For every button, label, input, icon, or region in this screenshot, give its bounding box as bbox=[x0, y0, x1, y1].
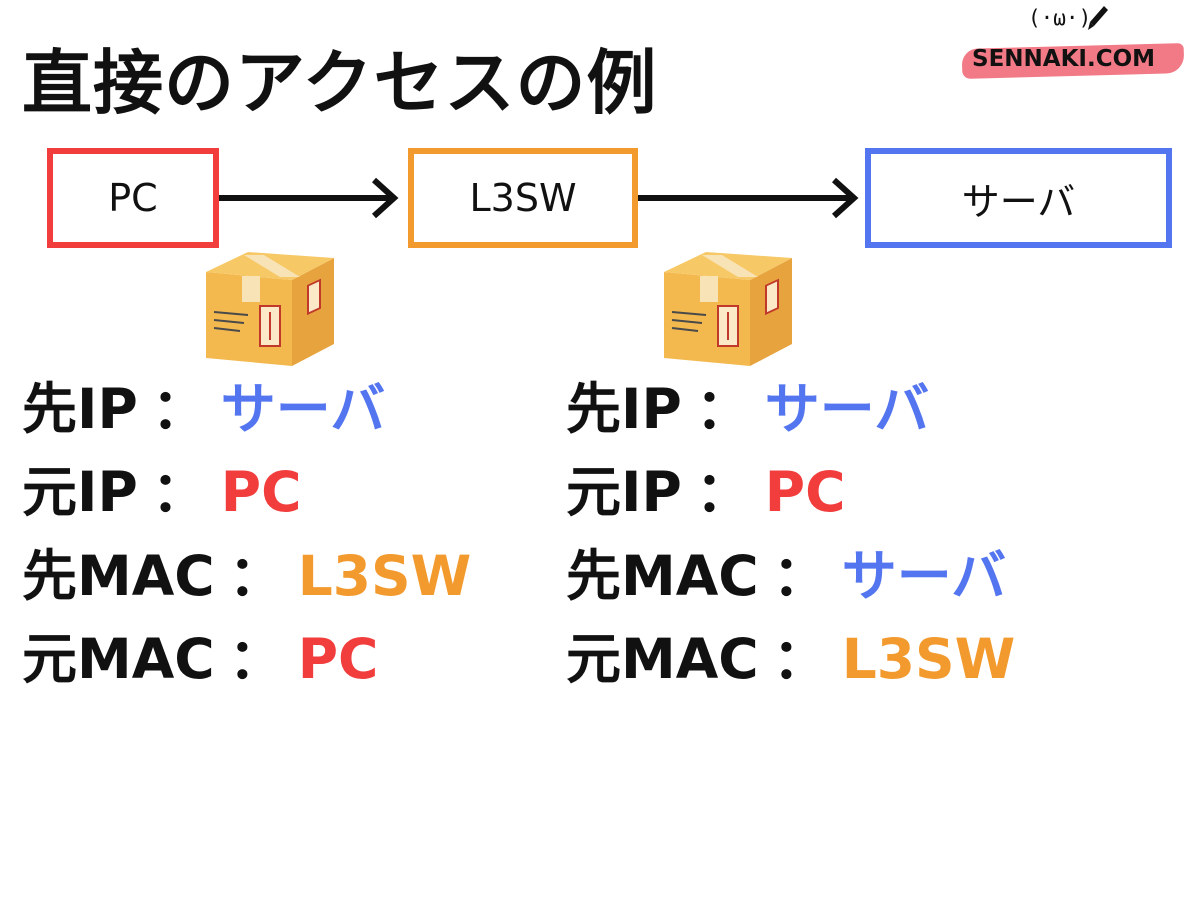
separator: ： bbox=[151, 377, 207, 441]
arrow-right-icon bbox=[638, 177, 859, 219]
field-key: 元IP bbox=[22, 460, 138, 524]
field-key: 元MAC bbox=[566, 627, 759, 691]
field-key: 元MAC bbox=[22, 627, 215, 691]
cardboard-box-icon bbox=[206, 252, 334, 366]
node-pc-label: PC bbox=[108, 176, 158, 220]
field-key: 先IP bbox=[566, 377, 682, 441]
cardboard-box-icon bbox=[664, 252, 792, 366]
field-key: 先IP bbox=[22, 377, 138, 441]
separator: ： bbox=[772, 627, 828, 691]
field-value: サーバ bbox=[764, 377, 930, 441]
site-logo: (·ω·) SENNAKI.COM bbox=[958, 6, 1190, 79]
field-value: PC bbox=[220, 460, 302, 524]
field-key: 元IP bbox=[566, 460, 682, 524]
field-value: L3SW bbox=[841, 627, 1016, 691]
node-l3sw: L3SW bbox=[408, 148, 638, 248]
node-server-label: サーバ bbox=[961, 179, 1076, 224]
page-title: 直接のアクセスの例 bbox=[22, 42, 658, 124]
separator: ： bbox=[772, 544, 828, 608]
separator: ： bbox=[228, 627, 284, 691]
separator: ： bbox=[228, 544, 284, 608]
packet-1-dst-ip-row: 先IP：サーバ bbox=[22, 382, 385, 437]
field-value: PC bbox=[764, 460, 846, 524]
packet-1-dst-mac-row: 先MAC：L3SW bbox=[22, 549, 471, 604]
node-server: サーバ bbox=[865, 148, 1172, 248]
node-l3sw-label: L3SW bbox=[469, 176, 577, 220]
packet-2-dst-ip-row: 先IP：サーバ bbox=[566, 382, 929, 437]
packet-1-src-mac-row: 元MAC：PC bbox=[22, 632, 378, 687]
logo-text: SENNAKI.COM bbox=[972, 46, 1156, 72]
arrow-right-icon bbox=[219, 177, 399, 219]
field-value: サーバ bbox=[220, 377, 386, 441]
separator: ： bbox=[695, 460, 751, 524]
packet-1-src-ip-row: 元IP：PC bbox=[22, 465, 301, 520]
separator: ： bbox=[695, 377, 751, 441]
separator: ： bbox=[151, 460, 207, 524]
pen-icon bbox=[1088, 6, 1108, 30]
field-key: 先MAC bbox=[22, 544, 215, 608]
packet-2-src-ip-row: 元IP：PC bbox=[566, 465, 845, 520]
packet-2-src-mac-row: 元MAC：L3SW bbox=[566, 632, 1015, 687]
logo-face: (·ω·) bbox=[1028, 6, 1092, 30]
packet-2-dst-mac-row: 先MAC：サーバ bbox=[566, 549, 1006, 604]
field-key: 先MAC bbox=[566, 544, 759, 608]
field-value: サーバ bbox=[841, 544, 1007, 608]
node-pc: PC bbox=[47, 148, 219, 248]
field-value: PC bbox=[297, 627, 379, 691]
field-value: L3SW bbox=[297, 544, 472, 608]
